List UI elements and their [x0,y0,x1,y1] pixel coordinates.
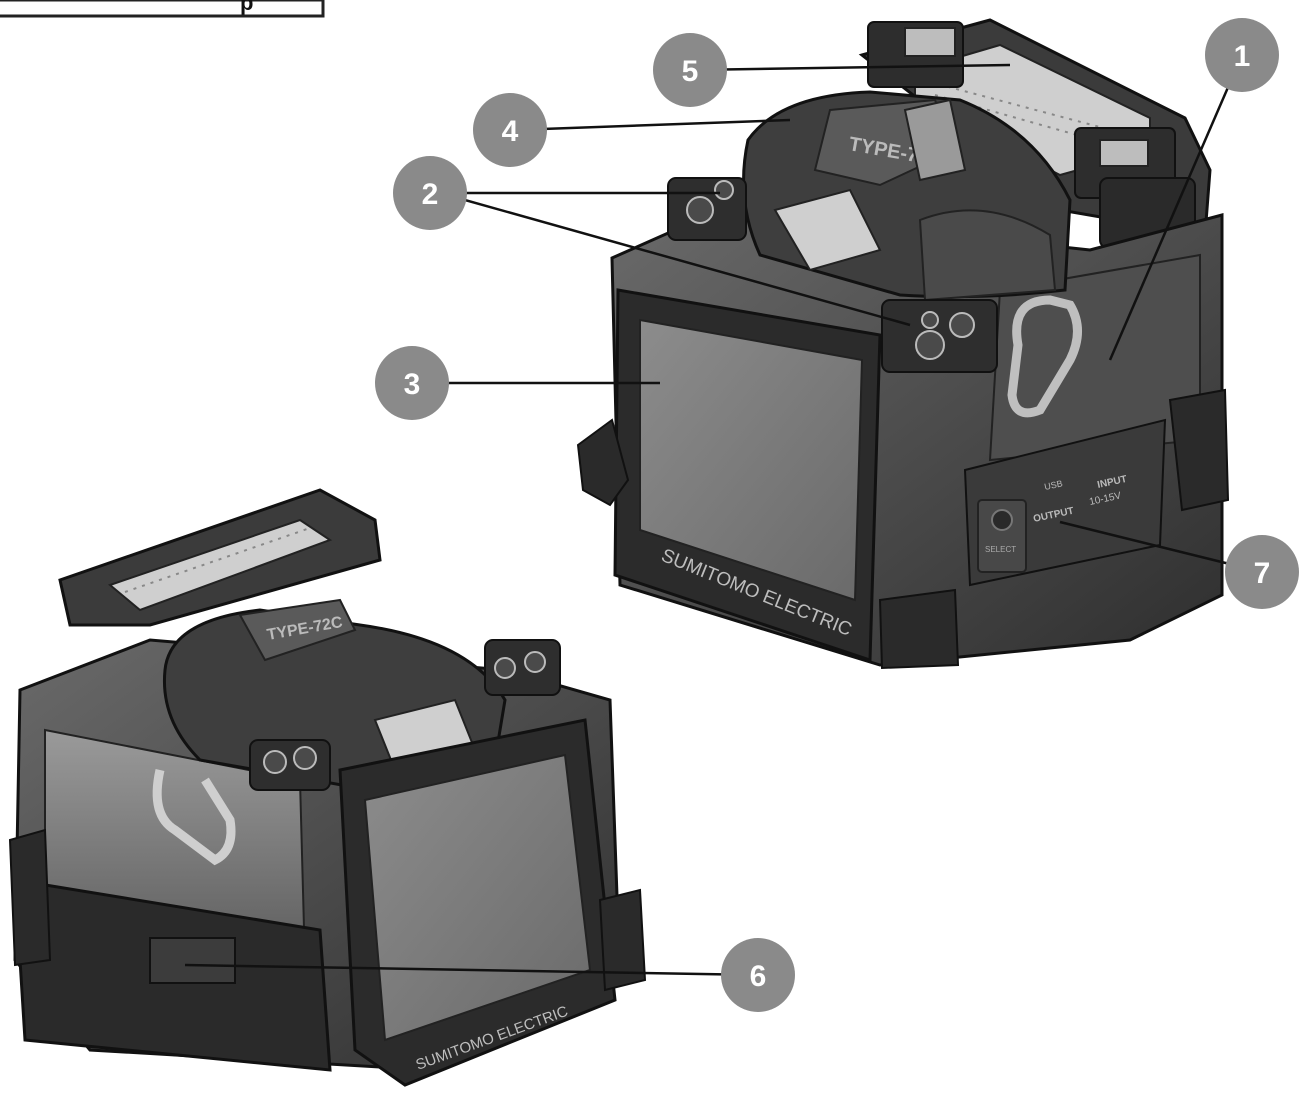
callout-1: 1 [1205,18,1279,92]
back-controls [249,739,331,791]
carry-handle [1007,295,1082,418]
wind-protector: TYPE-72C [742,90,1072,302]
back-button-top-right[interactable] [524,651,546,673]
leader-1 [1108,54,1244,361]
callout-3: 3 [375,346,449,420]
leader-6 [184,963,761,977]
device-back: TYPE-72C SUMITOMO ELECTRIC [8,488,647,1087]
back-heater-lid [107,518,333,612]
monitor-front: SUMITOMO ELECTRIC [613,288,882,663]
heater-button-left[interactable] [686,196,714,224]
callout-1-label: 1 [1234,40,1251,73]
terminal-panel: SELECT OUTPUT USB INPUT 10-15V [963,418,1167,587]
back-bumper-left [8,828,52,967]
callout-5-label: 5 [682,55,699,88]
callout-4-label: 4 [502,115,519,148]
callout-2: 2 [393,156,467,230]
front-bumper-right [1168,388,1230,512]
device-front: TYPE-72C SUMITOMO ELECTRIC SELECT [576,18,1230,670]
back-button-top-left[interactable] [494,657,516,679]
heater-button-right-x[interactable] [949,312,975,338]
callout-6: 6 [721,938,795,1012]
heater-button-right-small[interactable] [921,311,939,329]
callout-2-label: 2 [422,178,439,211]
leader-2b [439,191,911,327]
leader-4 [514,118,791,132]
callout-3-label: 3 [404,368,421,401]
header-title-fragment: p [240,0,253,15]
front-bumper-bottom [878,588,960,670]
heater-button-left-small[interactable] [714,180,734,200]
heater-controls [667,177,998,373]
callout-7-label: 7 [1254,557,1271,590]
usb-label: USB [1043,478,1063,492]
monitor-screen [639,318,864,602]
select-button[interactable] [991,509,1013,531]
leader-5 [689,63,1011,72]
front-bumper-left [576,418,630,507]
callout-6-label: 6 [750,960,767,993]
heater-button-right[interactable] [915,330,945,360]
select-label: SELECT [985,545,1016,554]
back-button-right[interactable] [293,746,317,770]
back-bumper-right [598,888,647,992]
callout-4: 4 [473,93,547,167]
callout-5: 5 [653,33,727,107]
back-carry-handle [152,769,236,866]
heater-unit [858,18,1212,249]
battery-latch [149,937,236,984]
back-button-left[interactable] [263,750,287,774]
callout-7: 7 [1225,535,1299,609]
header-box: p [0,0,325,18]
